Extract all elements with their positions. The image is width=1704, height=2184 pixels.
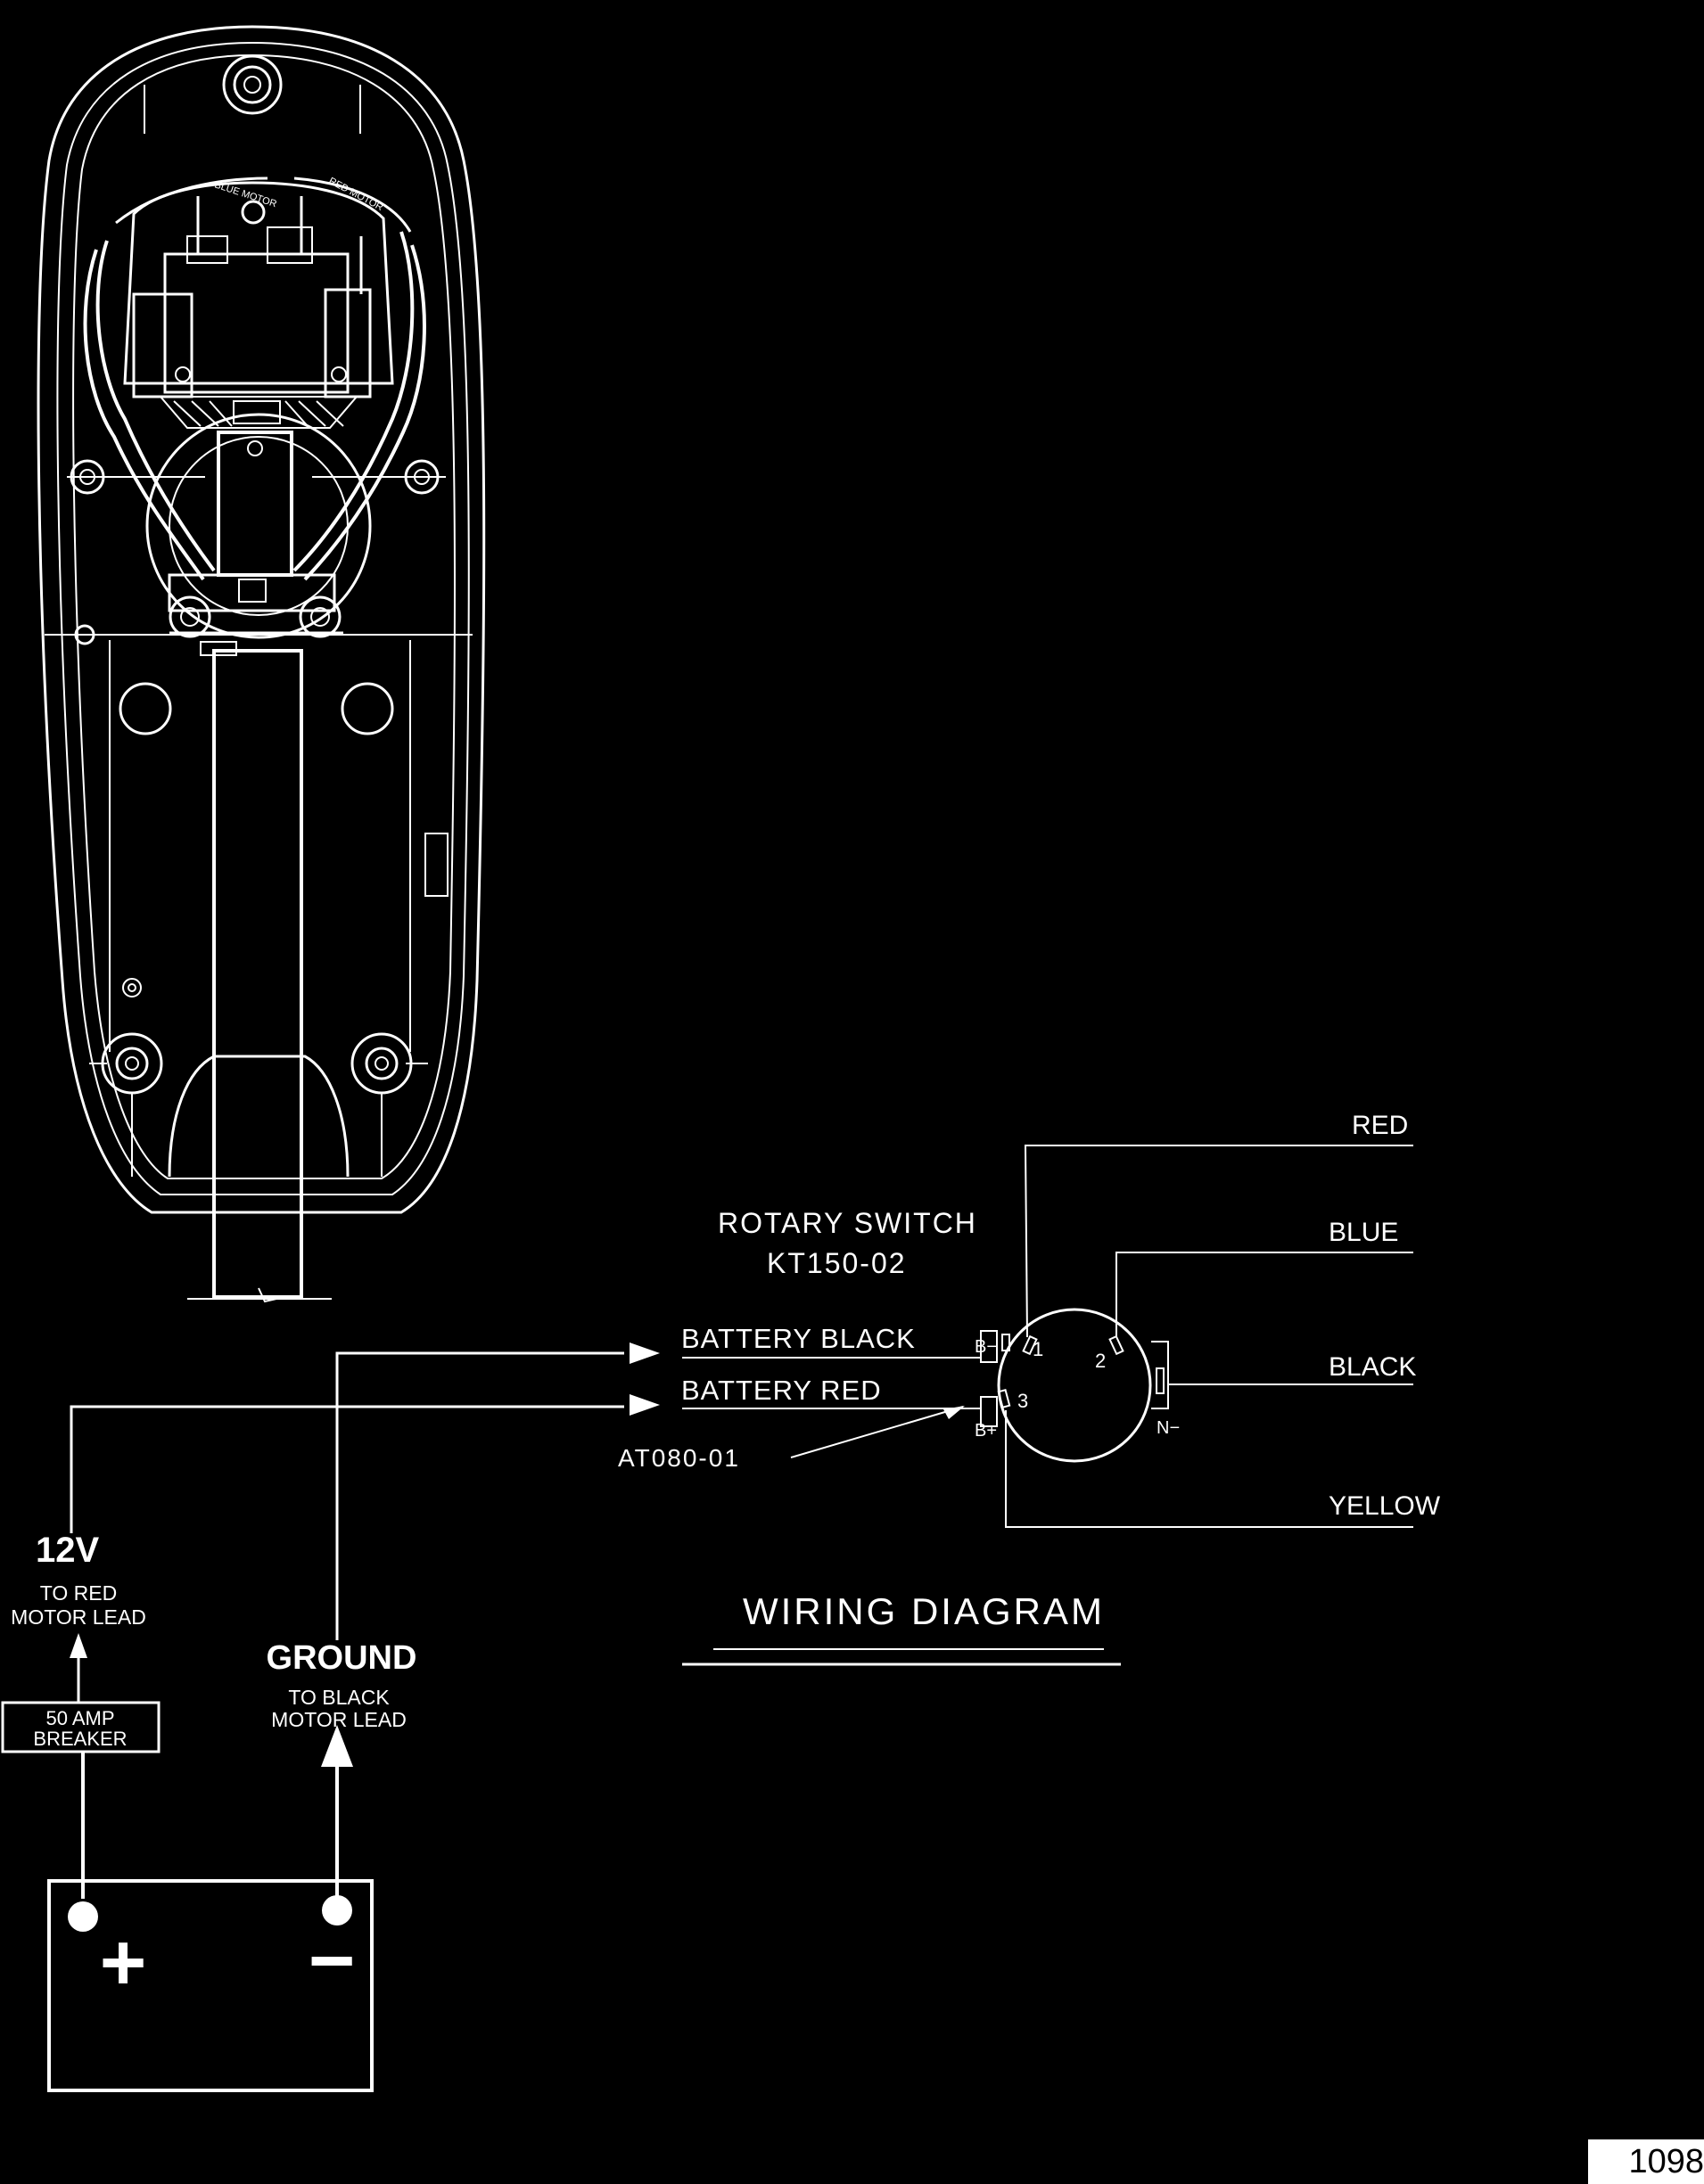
breaker-box [1,1701,161,1753]
rotary-switch-name: ROTARY SWITCH [718,1207,977,1239]
ground-note-1: TO BLACK [288,1686,390,1709]
motor-head-housing [37,25,486,1303]
yellow-wire-label: YELLOW [1329,1491,1441,1521]
ground-arrow [321,1725,353,1767]
terminal-1-label: 1 [1033,1338,1043,1360]
diagram-title: WIRING DIAGRAM [743,1590,1105,1632]
rotary-switch-part: KT150-02 [767,1247,907,1279]
ground-label: GROUND [267,1639,417,1677]
rotary-switch-body [997,1308,1152,1463]
b-plus-label: B+ [975,1421,997,1441]
red-wire-label: RED [1352,1111,1408,1140]
terminal-3-label: 3 [1017,1390,1028,1412]
terminal-2-label: 2 [1095,1350,1106,1372]
battery-black-label: BATTERY BLACK [681,1323,916,1354]
positive-sign: + [100,1918,147,2007]
voltage-note-2: MOTOR LEAD [11,1605,146,1629]
red-wire [1024,1145,1413,1338]
blue-wire-label: BLUE [1329,1218,1398,1247]
breaker-label-1: 50 AMP [45,1707,114,1729]
battery-box [47,1879,374,2092]
n-minus-tab [1151,1341,1169,1409]
b-minus-label: B− [975,1337,997,1357]
black-wire-label: BLACK [1329,1352,1416,1382]
ground-note-2: MOTOR LEAD [271,1708,407,1731]
voltage-note-1: TO RED [40,1581,117,1605]
red-motor-label: RED MOTOR [327,176,385,213]
blue-wire [1115,1252,1413,1337]
yellow-wire [1005,1410,1413,1528]
voltage-label: 12V [36,1531,99,1570]
battery-wiring [1,1342,660,2092]
n-minus-label: N− [1157,1418,1180,1438]
negative-sign: − [309,1917,356,2006]
connector-part-label: AT080-01 [618,1444,740,1472]
battery-red-label: BATTERY RED [681,1375,882,1406]
page-number: 1098 [1588,2139,1704,2184]
breaker-label-2: BREAKER [33,1728,127,1750]
rotary-switch-schematic [682,1145,1413,1528]
b-plus-tab [980,1396,998,1427]
b-minus-tab [980,1330,998,1363]
positive-terminal [68,1901,98,1932]
negative-terminal [322,1895,352,1925]
